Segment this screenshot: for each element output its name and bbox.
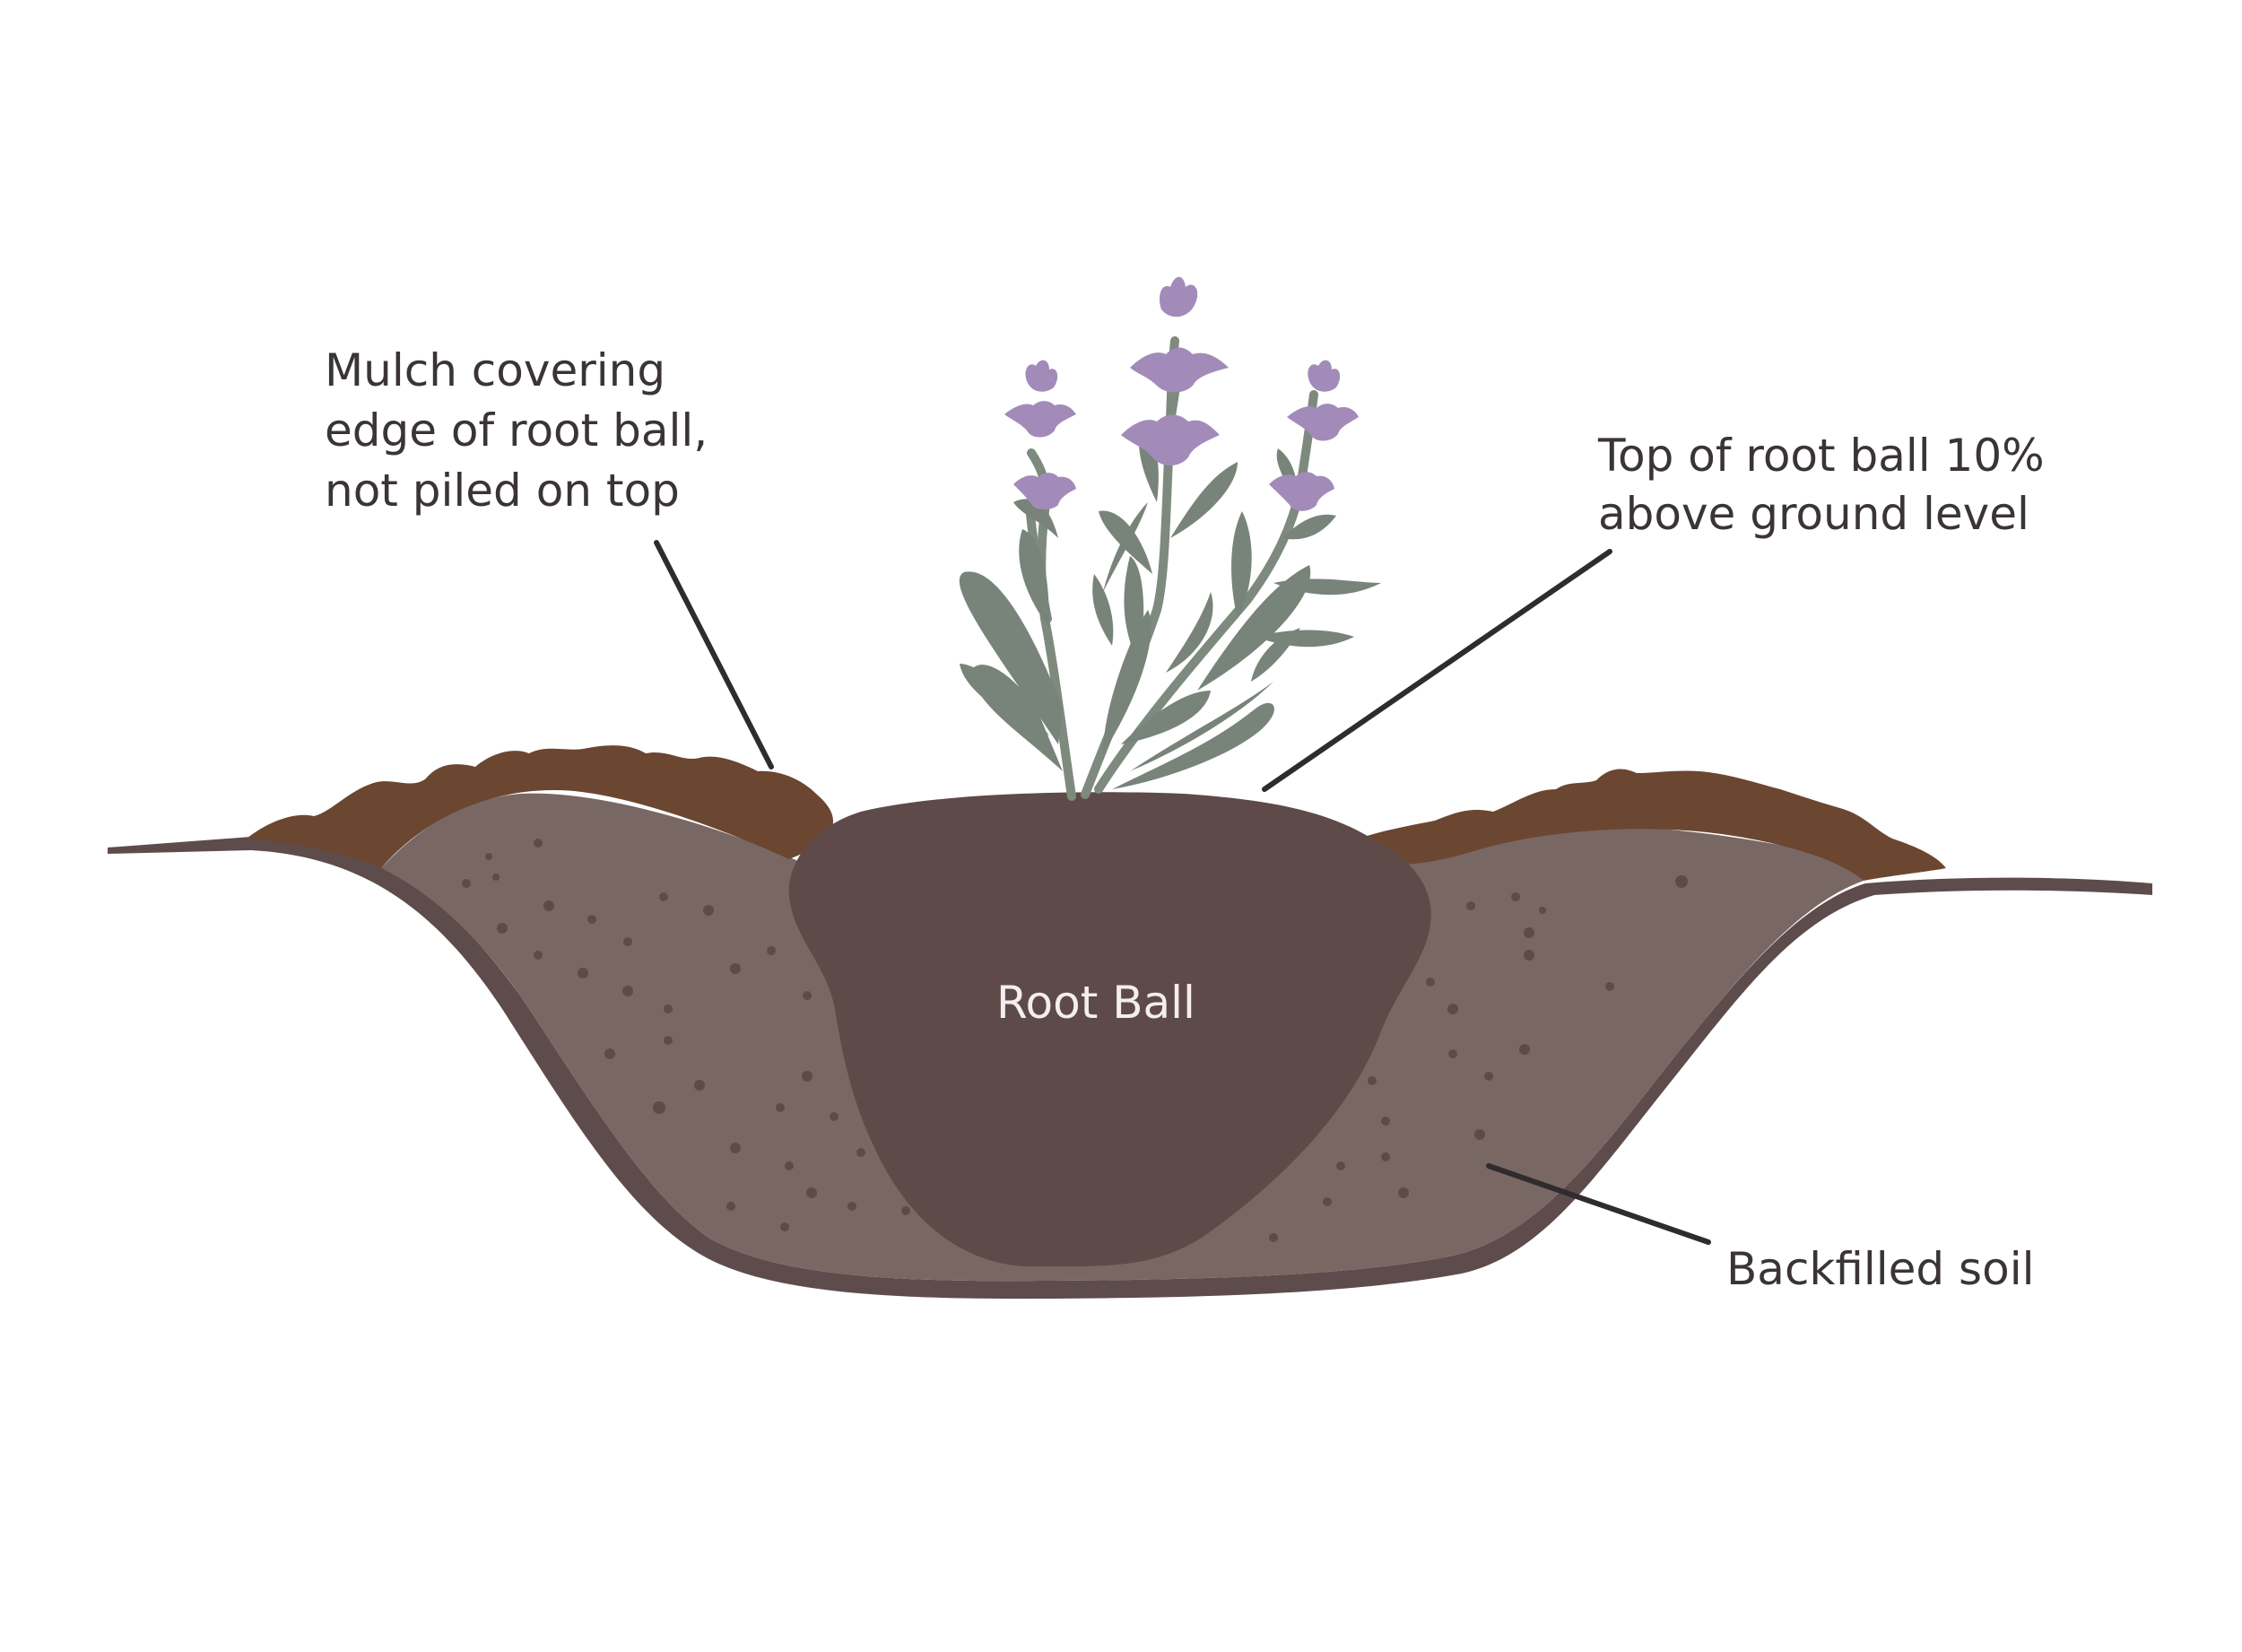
top-of-root-ball-label-line-1: Top of root ball 10% [1597, 430, 2045, 482]
mulch-leader-line [654, 540, 774, 769]
mulch-label: Mulch covering edge of root ball, not pi… [325, 344, 722, 517]
backfill-leader-line [1486, 1163, 1711, 1245]
mulch-label-line-2: edge of root ball, [325, 404, 708, 456]
mulch-left [247, 745, 834, 868]
mulch-label-line-1: Mulch covering [325, 344, 665, 396]
root-ball-label: Root Ball [996, 977, 1195, 1029]
mulch-label-line-3: not piled on top [325, 465, 680, 517]
backfilled-soil-label: Backfilled soil [1726, 1243, 2034, 1295]
soil-speckles [462, 839, 1688, 1242]
top-of-root-ball-label: Top of root ball 10% above ground level [1597, 430, 2059, 540]
lavender-plant-icon [959, 276, 1381, 801]
ground-outline [108, 837, 2152, 1300]
root-ball [788, 792, 1431, 1266]
root-ball-top-leader-line [1262, 549, 1612, 792]
top-of-root-ball-label-line-2: above ground level [1598, 488, 2029, 540]
mulch-right [1352, 769, 1946, 881]
